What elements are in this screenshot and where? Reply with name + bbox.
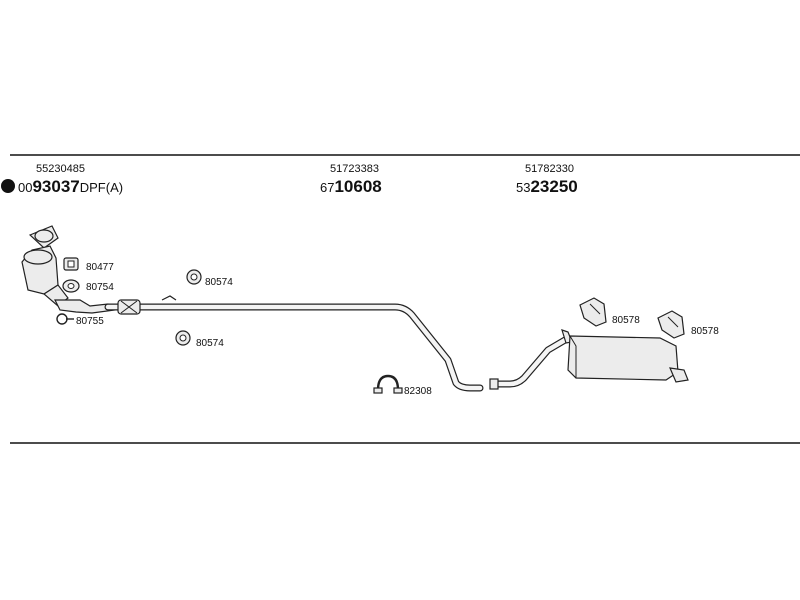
middle-code: 6710608 [320, 177, 382, 196]
catalytic-converter [21, 225, 117, 314]
callout-clamp-front: 80755 [76, 316, 104, 327]
callout-gasket-flange: 80754 [86, 282, 114, 293]
callout-hanger-right: 80578 [691, 326, 719, 337]
callout-mount-upper: 80574 [205, 277, 233, 288]
rubber-mount-upper-icon [186, 269, 202, 285]
front-pipe [104, 295, 484, 392]
rubber-mount-lower-icon [175, 330, 191, 346]
hanger-left-icon [579, 297, 607, 327]
pipe-clamp-icon [373, 374, 403, 394]
rear-silencer [489, 329, 689, 390]
front-bullet-icon [1, 179, 15, 193]
callout-mount-lower: 80574 [196, 338, 224, 349]
hanger-right-icon [657, 310, 685, 339]
rear-code: 5323250 [516, 177, 578, 196]
flange-gasket-icon [62, 279, 80, 293]
clamp-icon [56, 313, 74, 325]
gasket-icon [63, 257, 79, 271]
middle-part-number: 51723383 [330, 163, 379, 175]
rear-part-number: 51782330 [525, 163, 574, 175]
front-part-number: 55230485 [36, 163, 85, 175]
front-code: 0093037DPF(A) [18, 177, 123, 196]
callout-hanger-left: 80578 [612, 315, 640, 326]
callout-gasket-top: 80477 [86, 262, 114, 273]
callout-clamp-mid: 82308 [404, 386, 432, 397]
